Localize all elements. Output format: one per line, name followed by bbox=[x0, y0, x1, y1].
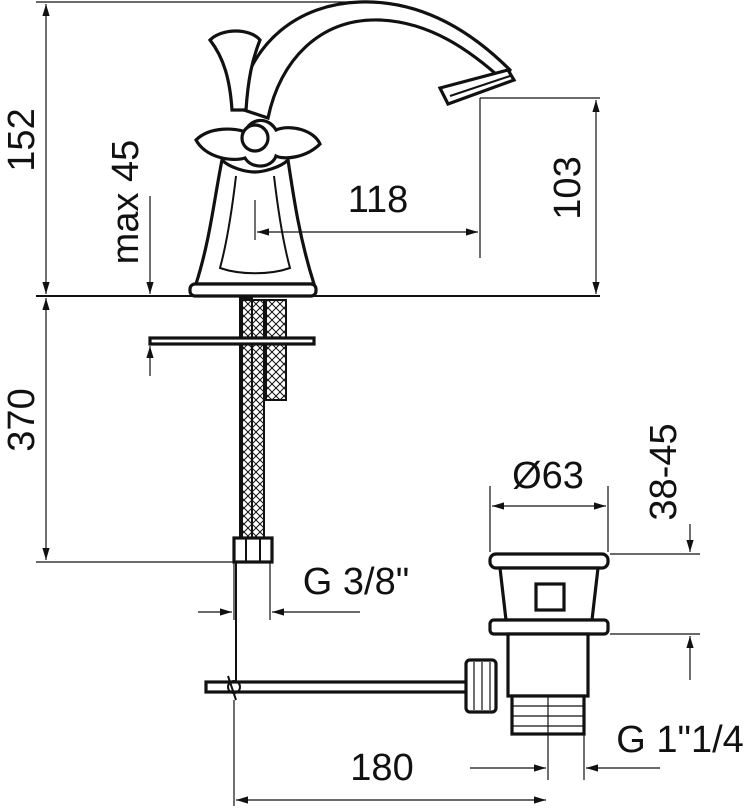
dim-rod-length: 180 bbox=[350, 747, 413, 789]
waste-flange bbox=[488, 552, 610, 570]
dim-spout-reach: 118 bbox=[348, 179, 409, 221]
mounting-plate bbox=[148, 336, 316, 346]
waste-plug-window bbox=[534, 582, 566, 612]
dim-waste-thread: G 1"1/4 bbox=[616, 719, 744, 761]
dimensions bbox=[36, 1, 700, 806]
dim-total-height: 152 bbox=[1, 108, 43, 171]
dim-waste-range: 38-45 bbox=[643, 423, 685, 520]
spout bbox=[236, 0, 512, 121]
dim-spout-height: 103 bbox=[547, 156, 589, 219]
under-deck-assembly bbox=[148, 297, 498, 714]
faucet-base bbox=[188, 282, 318, 298]
dim-waste-diameter: Ø63 bbox=[512, 455, 584, 497]
pop-up-waste bbox=[488, 552, 610, 736]
dim-hose-thread: G 3/8" bbox=[303, 561, 409, 603]
pivot-coupling bbox=[464, 658, 498, 714]
dim-max-deck: max 45 bbox=[105, 140, 147, 265]
faucet bbox=[188, 0, 517, 298]
dim-hose-length: 370 bbox=[1, 388, 43, 451]
pivot-rod bbox=[204, 680, 476, 694]
threaded-rod bbox=[265, 299, 287, 401]
handle-top bbox=[207, 29, 262, 112]
flex-hose-braid bbox=[241, 299, 265, 539]
waste-body bbox=[506, 632, 590, 698]
waste-lock-nut bbox=[488, 618, 610, 636]
hose-nut bbox=[232, 536, 274, 564]
handle-hub bbox=[240, 123, 270, 153]
